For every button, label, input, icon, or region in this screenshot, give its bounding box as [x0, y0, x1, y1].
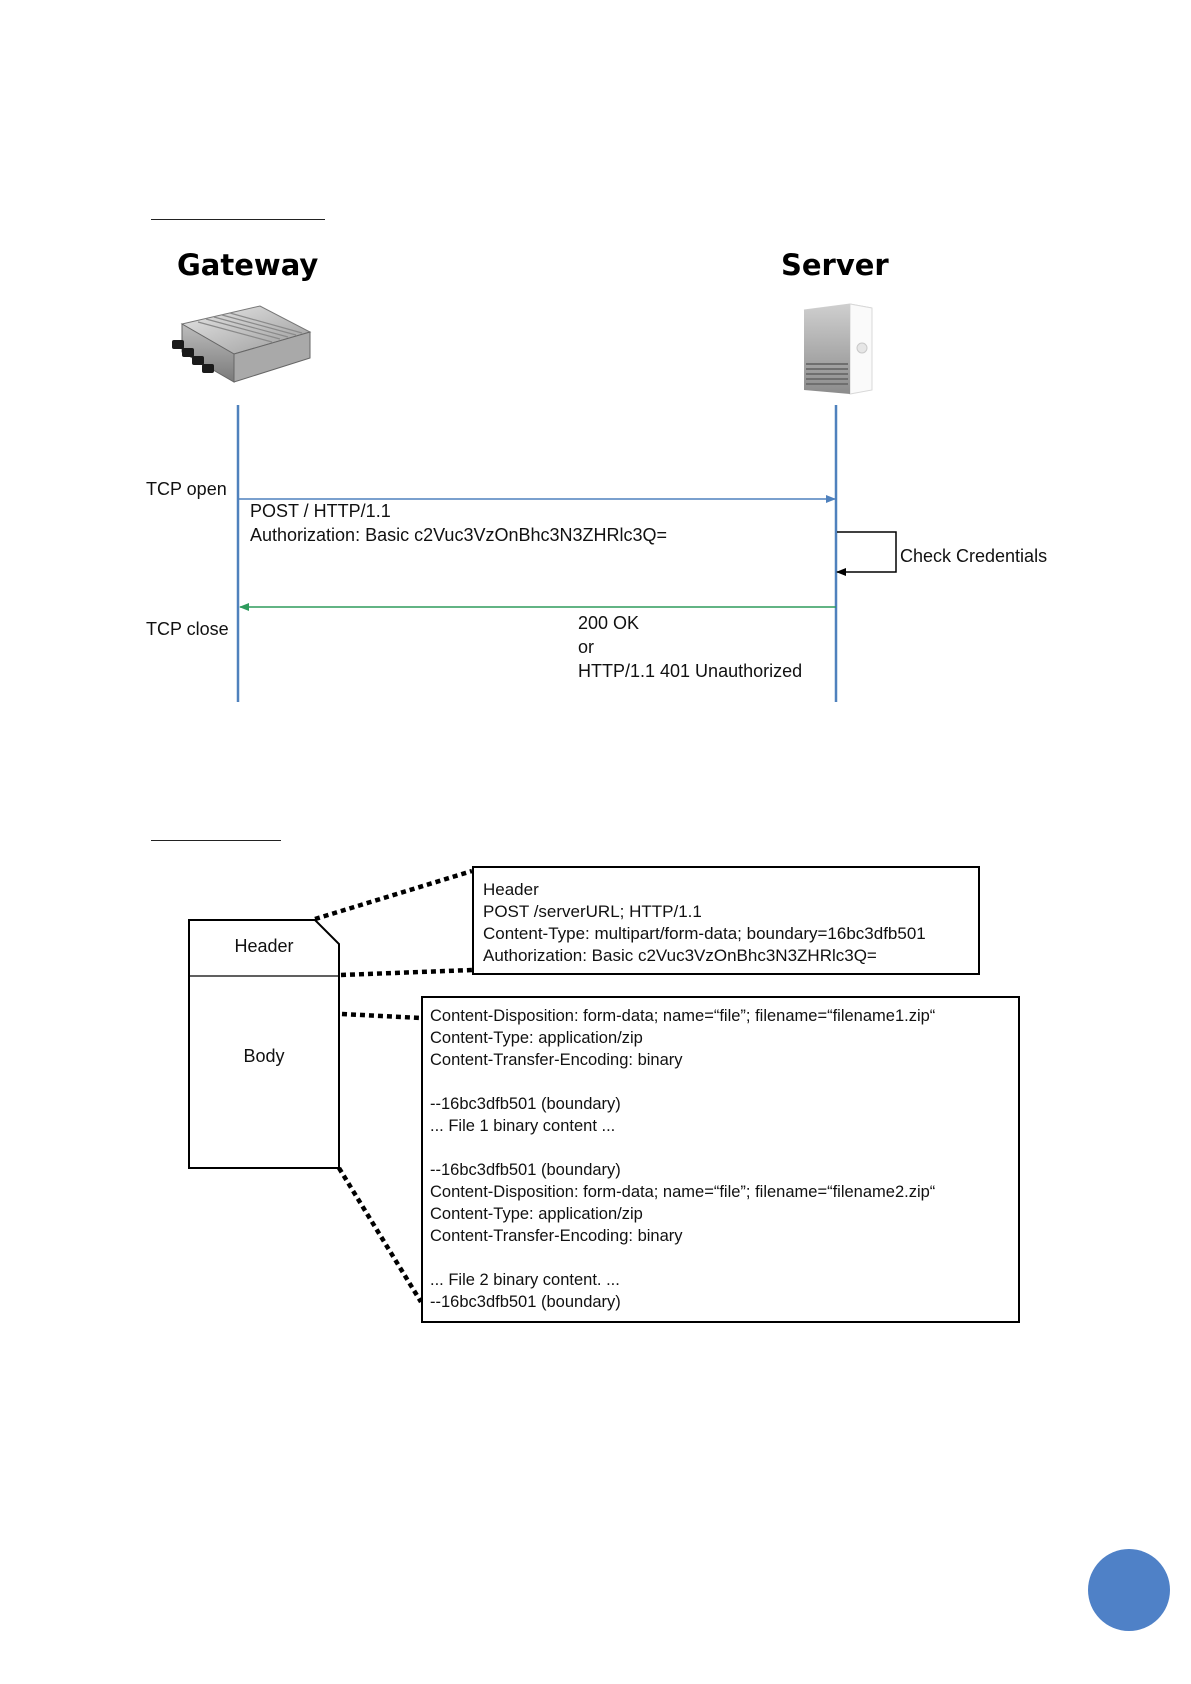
body-line-content-type-1: Content-Type: application/zip	[430, 1029, 643, 1047]
section-rule-top	[151, 219, 325, 220]
header-detail-box: Header POST /serverURL; HTTP/1.1 Content…	[472, 866, 980, 975]
header-zoom-line-bottom	[340, 967, 473, 978]
response-unauthorized-label: HTTP/1.1 401 Unauthorized	[578, 661, 803, 681]
gateway-device-icon	[172, 305, 312, 383]
body-line-disposition-2: Content-Disposition: form-data; name=“fi…	[430, 1183, 936, 1201]
body-line-boundary-3: --16bc3dfb501 (boundary)	[430, 1293, 621, 1311]
header-box-request-line: POST /serverURL; HTTP/1.1	[483, 902, 702, 921]
body-zoom-line-bottom	[337, 1166, 423, 1304]
header-box-title: Header	[483, 880, 539, 899]
body-zoom-line-top	[341, 1011, 422, 1021]
body-detail-box: Content-Disposition: form-data; name=“fi…	[421, 996, 1020, 1323]
request-line-label: POST / HTTP/1.1	[250, 501, 391, 521]
tcp-close-label: TCP close	[146, 619, 229, 639]
body-spacer	[430, 1247, 1018, 1269]
body-line-disposition-1: Content-Disposition: form-data; name=“fi…	[430, 1007, 936, 1025]
document-header-label: Header	[234, 936, 294, 956]
body-line-encoding-2: Content-Transfer-Encoding: binary	[430, 1227, 683, 1245]
check-credentials-label: Check Credentials	[900, 546, 1048, 566]
request-auth-label: Authorization: Basic c2Vuc3VzOnBhc3N3ZHR…	[250, 525, 668, 545]
document-body-label: Body	[243, 1046, 285, 1066]
server-tower-icon	[803, 303, 873, 395]
document-shape	[188, 919, 340, 1169]
page-number-badge	[1088, 1549, 1170, 1631]
body-spacer	[430, 1071, 1018, 1093]
body-spacer	[430, 1137, 1018, 1159]
body-line-file-2: ... File 2 binary content. ...	[430, 1271, 620, 1289]
tcp-open-label: TCP open	[146, 479, 227, 499]
section-rule-bottom	[151, 840, 281, 841]
response-or-label: or	[578, 637, 595, 657]
header-box-authorization: Authorization: Basic c2Vuc3VzOnBhc3N3ZHR…	[483, 946, 877, 965]
body-line-file-1: ... File 1 binary content ...	[430, 1117, 616, 1135]
gateway-title: Gateway	[177, 248, 319, 282]
header-box-content-type: Content-Type: multipart/form-data; bound…	[483, 924, 926, 943]
body-line-content-type-2: Content-Type: application/zip	[430, 1205, 643, 1223]
body-line-boundary-2: --16bc3dfb501 (boundary)	[430, 1161, 621, 1179]
body-line-boundary-1: --16bc3dfb501 (boundary)	[430, 1095, 621, 1113]
check-credentials-arrow	[836, 531, 897, 576]
body-line-encoding-1: Content-Transfer-Encoding: binary	[430, 1051, 683, 1069]
server-title: Server	[781, 248, 889, 282]
response-ok-label: 200 OK	[578, 613, 640, 633]
header-zoom-line-top	[314, 868, 473, 922]
